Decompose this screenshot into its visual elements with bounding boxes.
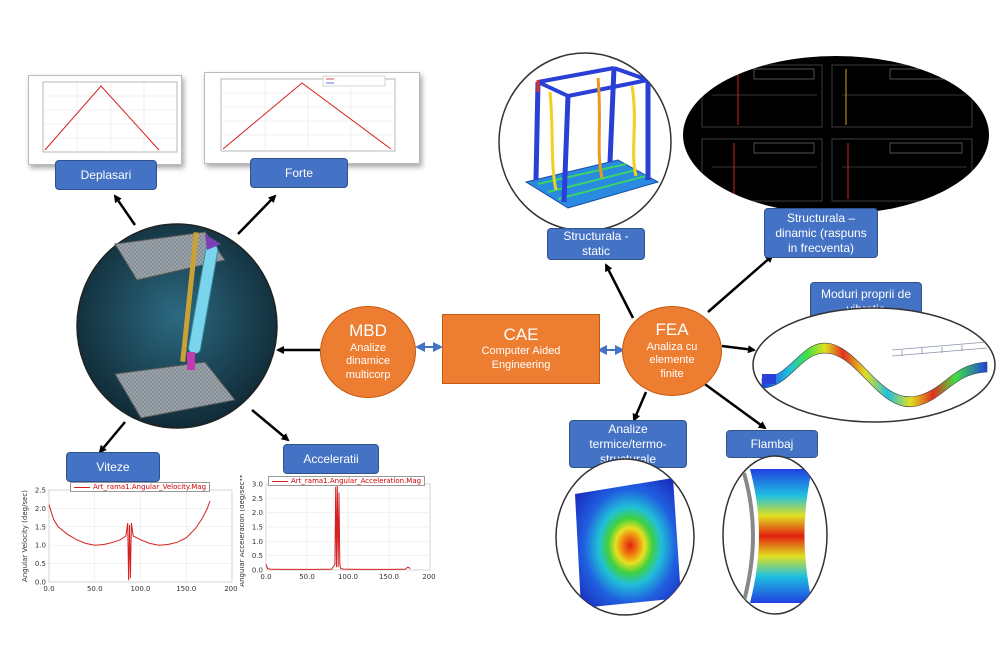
x-tick-label: 100.0	[130, 585, 150, 593]
mbd-node: MBD Analize dinamice multicorp	[320, 306, 416, 398]
arrow-to-dinamic	[708, 256, 772, 312]
fea-node: FEA Analiza cu elemente finite	[622, 306, 722, 396]
deplasari-label: Deplasari	[55, 160, 157, 190]
y-tick-label: 2.5	[252, 495, 263, 503]
cae-node: CAE Computer Aided Engineering	[442, 314, 600, 384]
x-tick-label: 200.	[224, 585, 238, 593]
x-tick-label: 150.0	[379, 573, 399, 581]
y-tick-label: 1.0	[35, 542, 46, 550]
deplasari-chart-thumbnail	[28, 75, 182, 165]
flambaj-label: Flambaj	[726, 430, 818, 458]
velocity-legend-text: Art_rama1.Angular_Velocity.Mag	[93, 483, 206, 491]
frequency-response-render	[682, 55, 990, 215]
y-tick-label: 0.5	[252, 552, 263, 560]
acceleration-legend: Art_rama1.Angular_Acceleration.Mag	[268, 476, 425, 486]
forte-label: Forte	[250, 158, 348, 188]
y-tick-label: 2.5	[35, 487, 46, 495]
static-structure-render	[498, 52, 673, 232]
cae-title: CAE	[504, 325, 539, 345]
y-tick-label: 1.5	[35, 523, 46, 531]
acceleration-legend-text: Art_rama1.Angular_Acceleration.Mag	[291, 477, 421, 485]
viteze-label: Viteze	[66, 452, 160, 482]
arrow-to-moduri	[722, 346, 754, 350]
x-tick-label: 0.0	[260, 573, 271, 581]
acceleratii-label: Acceleratii	[283, 444, 379, 474]
y-tick-label: 1.5	[252, 524, 263, 532]
y-tick-label: 0.5	[35, 560, 46, 568]
y-tick-label: 2.0	[35, 505, 46, 513]
forte-chart-thumbnail	[204, 72, 420, 164]
velocity-chart: 0.00.51.01.52.02.50.050.0100.0150.0200.A…	[2, 480, 238, 600]
x-tick-label: 200.	[422, 573, 436, 581]
structurala-dinamic-label: Structurala – dinamic (raspuns in frecve…	[764, 208, 878, 258]
buckling-render	[722, 455, 828, 615]
fea-title: FEA	[655, 320, 688, 340]
y-axis-label: Angular Acceleration (deg/sec**2)	[240, 474, 246, 587]
y-tick-label: 3.0	[252, 481, 263, 489]
x-tick-label: 100.0	[338, 573, 358, 581]
y-axis-label: Angular Velocity (deg/sec)	[21, 490, 29, 582]
x-tick-label: 150.0	[176, 585, 196, 593]
arrow-to-termice	[634, 392, 646, 420]
mbd-subtitle: Analize dinamice multicorp	[333, 342, 403, 383]
x-tick-label: 0.0	[43, 585, 54, 593]
cae-subtitle: Computer Aided Engineering	[471, 345, 571, 373]
structurala-static-label: Structurala - static	[547, 228, 645, 260]
mode-shape-render	[752, 306, 997, 424]
x-tick-label: 50.0	[87, 585, 103, 593]
arrow-to-deplasari	[115, 196, 135, 225]
y-tick-label: 2.0	[252, 509, 263, 517]
thermal-render	[555, 458, 695, 616]
mbd-title: MBD	[349, 321, 387, 341]
velocity-legend: Art_rama1.Angular_Velocity.Mag	[70, 482, 210, 492]
y-tick-label: 1.0	[252, 538, 263, 546]
mbd-model-render	[75, 222, 280, 430]
arrow-to-static	[606, 265, 633, 318]
fea-subtitle: Analiza cu elemente finite	[637, 341, 707, 382]
x-tick-label: 50.0	[299, 573, 315, 581]
